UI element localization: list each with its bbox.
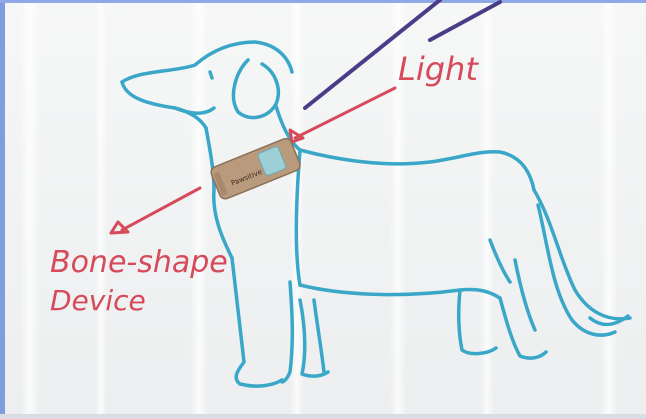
label-device: Device bbox=[50, 284, 146, 317]
frame-left bbox=[0, 0, 5, 419]
label-light: Light bbox=[398, 50, 479, 88]
frame-bottom bbox=[0, 414, 646, 419]
label-bone-shape: Bone-shape bbox=[50, 245, 228, 280]
frame-top bbox=[0, 0, 646, 3]
